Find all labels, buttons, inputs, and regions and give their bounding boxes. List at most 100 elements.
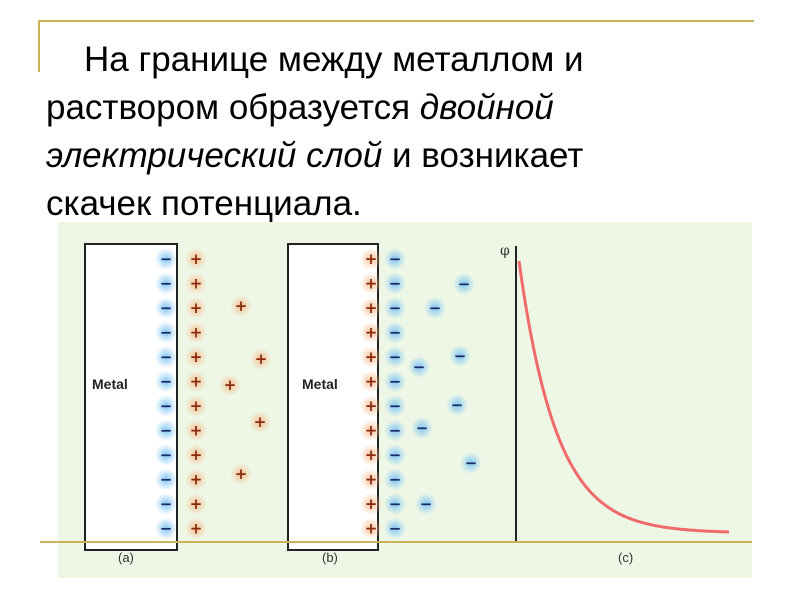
negative-ion: −	[155, 419, 177, 442]
negative-ion: −	[449, 345, 471, 367]
svg-text:+: +	[190, 520, 203, 538]
positive-ion: +	[360, 395, 382, 417]
svg-text:+: +	[365, 299, 378, 317]
negative-ion: −	[384, 395, 406, 417]
positive-ion: +	[360, 419, 382, 442]
svg-text:+: +	[190, 495, 203, 513]
svg-text:−: −	[454, 347, 467, 365]
svg-text:+: +	[190, 471, 203, 489]
positive-ion: +	[185, 444, 207, 466]
svg-text:−: −	[160, 495, 173, 513]
negative-ion: −	[384, 468, 406, 491]
positive-ion: +	[360, 346, 382, 368]
positive-ion: +	[185, 419, 207, 442]
negative-ion: −	[384, 272, 406, 295]
panel-a-positive-ions: +++++++++++++++++	[185, 248, 272, 540]
metal-label-b: Metal	[302, 376, 338, 392]
positive-ion: +	[185, 297, 207, 319]
slide-text: На границе между металлом и раствором об…	[46, 36, 752, 228]
positive-ion: +	[249, 411, 271, 433]
positive-ion: +	[185, 321, 207, 344]
positive-ion: +	[185, 395, 207, 417]
svg-text:−: −	[389, 495, 402, 513]
positive-ion: +	[360, 297, 382, 319]
svg-text:−: −	[389, 446, 402, 464]
top-rule	[38, 20, 754, 22]
svg-text:−: −	[389, 324, 402, 342]
panel-a-surface-negative-ions: −−−−−−−−−−−−	[155, 248, 177, 540]
svg-text:−: −	[389, 373, 402, 391]
positive-ion: +	[360, 493, 382, 515]
negative-ion: −	[384, 346, 406, 368]
svg-text:+: +	[190, 324, 203, 342]
positive-ion: +	[185, 248, 207, 270]
svg-text:−: −	[389, 422, 402, 440]
svg-text:+: +	[190, 299, 203, 317]
svg-text:+: +	[224, 376, 237, 394]
negative-ion: −	[384, 493, 406, 515]
negative-ion: −	[384, 517, 406, 540]
panel-c: φ (c)	[500, 243, 742, 565]
negative-ion: −	[155, 346, 177, 368]
svg-text:−: −	[389, 471, 402, 489]
svg-text:−: −	[389, 348, 402, 366]
caption-a: (a)	[118, 550, 134, 565]
positive-ion: +	[185, 272, 207, 295]
svg-text:+: +	[190, 397, 203, 415]
negative-ion: −	[384, 248, 406, 270]
svg-text:−: −	[160, 250, 173, 268]
negative-ion: −	[155, 468, 177, 491]
svg-text:+: +	[365, 422, 378, 440]
negative-ion: −	[460, 452, 482, 474]
text-line-2-plain: раствором образуется	[46, 88, 420, 127]
negative-ion: −	[411, 417, 433, 439]
negative-ion: −	[384, 321, 406, 344]
positive-ion: +	[360, 248, 382, 270]
negative-ion: −	[446, 394, 468, 416]
svg-text:+: +	[365, 373, 378, 391]
negative-ion: −	[155, 395, 177, 417]
svg-text:−: −	[458, 275, 471, 293]
metal-label-a: Metal	[92, 376, 128, 392]
negative-ion: −	[384, 444, 406, 466]
svg-text:+: +	[190, 446, 203, 464]
svg-text:−: −	[420, 495, 433, 513]
positive-ion: +	[219, 374, 241, 396]
svg-text:−: −	[160, 397, 173, 415]
text-line-2: раствором образуется двойной	[46, 84, 752, 132]
negative-ion: −	[155, 517, 177, 540]
positive-ion: +	[360, 321, 382, 344]
negative-ion: −	[155, 321, 177, 344]
svg-text:−: −	[413, 358, 426, 376]
svg-text:+: +	[190, 422, 203, 440]
positive-ion: +	[360, 370, 382, 393]
svg-text:−: −	[160, 299, 173, 317]
svg-text:+: +	[365, 324, 378, 342]
panel-b-surface-positive-ions: ++++++++++++	[360, 248, 382, 540]
text-line-3: электрический слой и возникает	[46, 132, 752, 180]
double-layer-figure: Metal −−−−−−−−−−−− +++++++++++++++++ (a)…	[58, 222, 752, 578]
negative-ion: −	[424, 297, 446, 319]
text-line-3-italic: электрический слой	[46, 136, 383, 175]
svg-text:+: +	[255, 350, 268, 368]
negative-ion: −	[453, 273, 475, 295]
negative-ion: −	[155, 248, 177, 270]
svg-text:−: −	[160, 348, 173, 366]
svg-text:−: −	[160, 324, 173, 342]
figure-svg: Metal −−−−−−−−−−−− +++++++++++++++++ (a)…	[84, 243, 742, 565]
svg-text:+: +	[190, 373, 203, 391]
text-line-4: скачек потенциала.	[46, 184, 362, 223]
text-line-3-plain: и возникает	[382, 136, 584, 175]
negative-ion: −	[155, 493, 177, 515]
svg-text:+: +	[365, 446, 378, 464]
svg-text:−: −	[160, 422, 173, 440]
svg-text:−: −	[389, 250, 402, 268]
positive-ion: +	[250, 348, 272, 370]
svg-text:+: +	[235, 297, 248, 315]
negative-ion: −	[384, 419, 406, 442]
svg-text:+: +	[190, 348, 203, 366]
svg-text:+: +	[365, 250, 378, 268]
svg-text:+: +	[365, 495, 378, 513]
caption-b: (b)	[322, 550, 338, 565]
svg-text:+: +	[365, 471, 378, 489]
